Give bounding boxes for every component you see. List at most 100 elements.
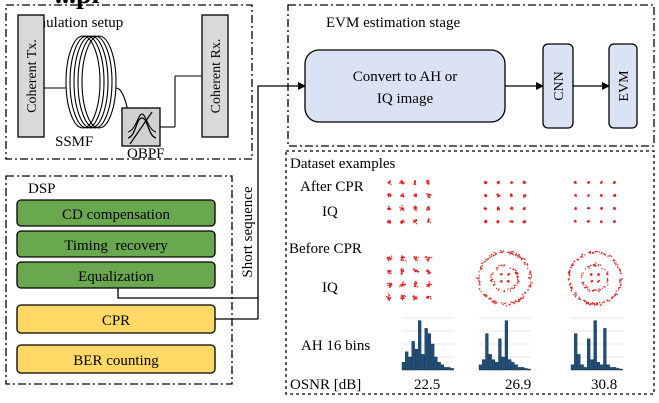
coherent-tx-box: Coherent Tx. xyxy=(17,14,45,138)
histogram-bar xyxy=(603,328,607,371)
after-cpr-label: After CPR xyxy=(300,179,364,195)
histogram-bar xyxy=(450,368,454,371)
ah-16-bins-label: AH 16 bins xyxy=(301,338,370,354)
histogram-bar xyxy=(408,356,412,371)
timing-recovery-block: Timing recovery xyxy=(16,230,216,258)
cd-compensation-label: CD compensation xyxy=(62,207,170,223)
histogram-bar xyxy=(619,368,623,371)
histogram-bar xyxy=(421,354,425,371)
constellation-before-cpr-3 xyxy=(567,250,623,307)
histogram-bar xyxy=(418,320,422,371)
dsp-panel: DSP CD compensation Timing recovery Equa… xyxy=(5,175,233,385)
histogram-bar xyxy=(574,333,578,371)
histogram-bar xyxy=(524,368,528,371)
histogram-bar xyxy=(478,364,482,371)
convert-label-line2: IQ image xyxy=(377,91,434,107)
cnn-block: CNN xyxy=(542,43,574,129)
histogram-bar xyxy=(593,320,597,371)
constellation-before-cpr-1 xyxy=(386,255,433,302)
histogram-bar xyxy=(521,367,525,371)
cpr-label: CPR xyxy=(102,313,130,329)
coherent-rx-label: Coherent Rx. xyxy=(209,39,224,114)
osnr-value-2: 26.9 xyxy=(505,377,531,393)
iq-label-after: IQ xyxy=(322,204,338,220)
histogram-bar xyxy=(504,320,508,371)
histogram-bar xyxy=(424,328,428,371)
histogram-bar xyxy=(577,354,581,371)
histogram-bar xyxy=(440,364,444,371)
short-sequence-connector xyxy=(117,82,306,320)
constellation-after-cpr-1 xyxy=(387,179,432,225)
constellation-before-cpr-2 xyxy=(476,249,533,307)
osnr-value-3: 30.8 xyxy=(591,377,617,393)
histogram-bar xyxy=(485,333,489,371)
histogram-bar xyxy=(508,359,512,371)
histogram-bar xyxy=(616,368,620,371)
osnr-label: OSNR [dB] xyxy=(290,377,361,393)
dataset-examples-title: Dataset examples xyxy=(290,156,396,172)
histogram-bar xyxy=(596,362,600,371)
histogram-1 xyxy=(401,317,454,371)
histogram-bar xyxy=(583,367,587,371)
histogram-bar xyxy=(606,364,610,371)
iq-label-before: IQ xyxy=(322,280,338,296)
histogram-bar xyxy=(411,341,415,371)
ssmf-label: SSMF xyxy=(55,134,93,150)
histogram-bar xyxy=(491,359,495,371)
histogram-bar xyxy=(600,364,604,371)
constellation-after-cpr-3 xyxy=(573,180,617,224)
cd-compensation-block: CD compensation xyxy=(16,199,216,227)
evm-block: EVM xyxy=(608,43,638,129)
histogram-bar xyxy=(405,351,409,371)
histogram-bar xyxy=(514,364,518,371)
histogram-bar xyxy=(401,362,405,371)
cpr-block: CPR xyxy=(16,304,216,334)
dataset-examples-panel: Dataset examples After CPR IQ Before CPR… xyxy=(285,150,655,395)
short-sequence-label: Short sequence xyxy=(240,186,256,278)
histogram-bar xyxy=(580,364,584,371)
histogram-bar xyxy=(570,364,574,371)
coherent-tx-label: Coherent Tx. xyxy=(25,39,40,113)
histogram-bar xyxy=(511,362,515,371)
obpf-label: OBPF xyxy=(127,146,165,162)
ssmf-fiber-icon xyxy=(44,35,131,129)
histogram-bar xyxy=(437,362,441,371)
histogram-bar xyxy=(498,338,502,371)
simulation-setup-panel: Simulation setup Coherent Tx. SSMF OBP xyxy=(5,4,253,162)
ber-counting-block: BER counting xyxy=(16,344,216,374)
histogram-bar xyxy=(444,367,448,371)
histogram-bar xyxy=(517,367,521,371)
histogram-bar xyxy=(613,367,617,371)
histogram-bar xyxy=(587,338,591,371)
timing-recovery-label: Timing recovery xyxy=(64,238,168,254)
dataset-images xyxy=(386,179,623,371)
histogram-bar xyxy=(495,362,499,371)
histogram-bar xyxy=(431,343,435,371)
convert-label-line1: Convert to AH or xyxy=(353,69,458,85)
histogram-bar xyxy=(427,333,431,371)
convert-block: Convert to AH or IQ image xyxy=(304,49,506,123)
histogram-2 xyxy=(478,317,531,371)
histogram-bar xyxy=(590,359,594,371)
histogram-bar xyxy=(482,359,486,371)
histogram-3 xyxy=(570,317,623,371)
dsp-title: DSP xyxy=(28,181,56,197)
equalization-label: Equalization xyxy=(78,269,154,285)
constellation-after-cpr-2 xyxy=(483,180,527,224)
histogram-bar xyxy=(501,356,505,371)
obpf-filter-icon xyxy=(121,75,202,147)
evm-stage-title: EVM estimation stage xyxy=(326,15,460,31)
histogram-bar xyxy=(414,349,418,371)
histogram-bar xyxy=(447,367,451,371)
histogram-bar xyxy=(609,367,613,371)
evm-label: EVM xyxy=(617,70,632,102)
histogram-bar xyxy=(434,356,438,371)
histogram-bar xyxy=(527,368,531,371)
evm-estimation-panel: EVM estimation stage Convert to AH or IQ… xyxy=(287,4,655,147)
osnr-value-1: 22.5 xyxy=(414,377,440,393)
coherent-rx-box: Coherent Rx. xyxy=(201,14,229,138)
histogram-bar xyxy=(488,354,492,371)
before-cpr-label: Before CPR xyxy=(289,241,362,257)
